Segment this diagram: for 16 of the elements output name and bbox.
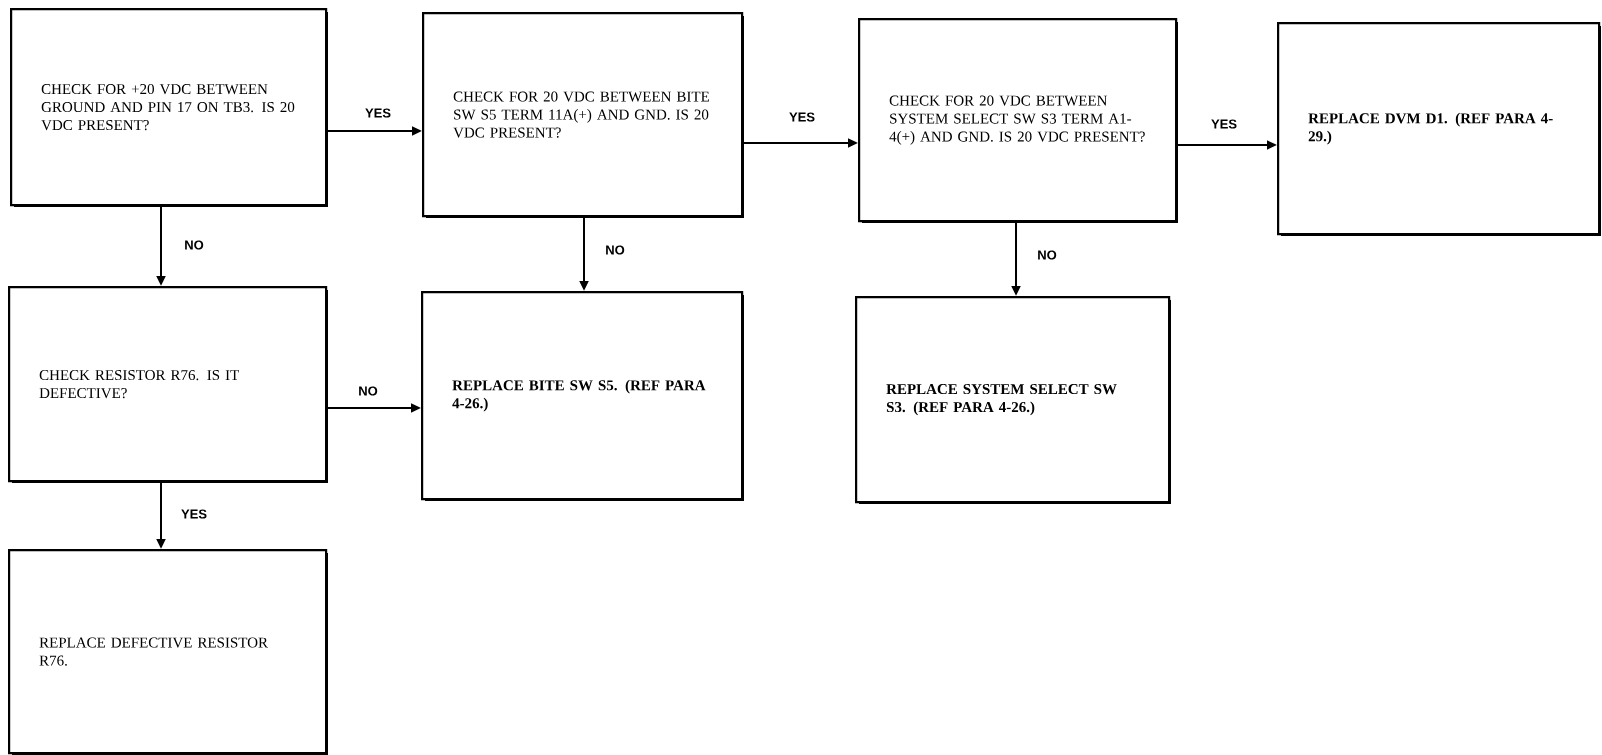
- edge-label: NO: [606, 245, 625, 255]
- process-box: CHECK FOR 20 VDC BETWEEN SYSTEM SELECT SW S3 TERM A1-4(+) AND GND. IS 20 VDC PRESENT?: [858, 18, 1178, 223]
- edge-label: YES: [789, 112, 815, 122]
- process-box: CHECK FOR 20 VDC BETWEEN BITE SW S5 TERM 11A(+) AND GND. IS 20 VDC PRESENT?: [422, 12, 744, 218]
- edge-label: YES: [1211, 119, 1237, 129]
- process-box: REPLACE DVM D1. (REF PARA 4-29.): [1277, 22, 1601, 236]
- edge-label: NO: [1038, 250, 1057, 260]
- process-box: REPLACE SYSTEM SELECT SW S3. (REF PARA 4-26.): [855, 296, 1171, 504]
- edge-label: YES: [365, 108, 391, 118]
- process-box: REPLACE BITE SW S5. (REF PARA 4-26.): [421, 291, 744, 501]
- process-box: CHECK RESISTOR R76. IS IT DEFECTIVE?: [8, 286, 328, 483]
- edge-label: YES: [181, 509, 207, 519]
- edge-label: NO: [359, 386, 378, 396]
- process-box: REPLACE DEFECTIVE RESISTOR R76.: [8, 549, 328, 755]
- process-box: CHECK FOR +20 VDC BETWEEN GROUND AND PIN 17 ON TB3. IS 20 VDC PRESENT?: [10, 8, 328, 207]
- edge-label: NO: [185, 240, 204, 250]
